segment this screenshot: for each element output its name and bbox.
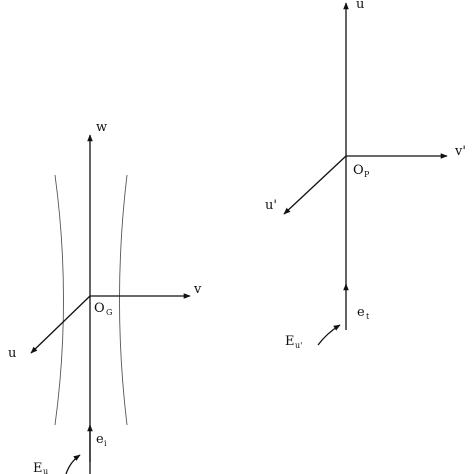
E-u-prime-vector-label: E	[285, 334, 295, 349]
origin-label: O	[353, 163, 364, 178]
e-t-vector-label: e	[357, 305, 365, 320]
u-axis-arrow	[30, 295, 91, 354]
origin-subscript: P	[364, 170, 370, 179]
E-u-prime-vector-arrow	[317, 324, 341, 346]
E-vector-arrow	[65, 454, 81, 474]
up-axis-label: u	[356, 0, 364, 12]
u-axis-label: u	[8, 346, 16, 361]
E-vector-subscript: u	[43, 467, 48, 474]
u-prime-axis-label: u'	[265, 198, 277, 213]
right-boundary-curve	[119, 174, 128, 426]
E-u-prime-vector-subscript: u'	[295, 341, 302, 350]
u-prime-axis-arrow	[283, 155, 347, 215]
v-axis-label: v	[193, 282, 202, 297]
origin-subscript: G	[106, 308, 112, 317]
right-frame: u v' u' O P e t E u'	[265, 0, 466, 350]
origin-label: O	[94, 301, 105, 316]
left-frame: w v u O G e i E u	[8, 120, 202, 474]
v-prime-axis-label: v'	[454, 144, 466, 159]
w-axis-label: w	[96, 120, 107, 135]
left-boundary-curve	[54, 174, 64, 426]
e-vector-subscript: i	[104, 439, 107, 448]
e-t-vector-subscript: t	[366, 312, 370, 321]
E-vector-label: E	[33, 461, 43, 474]
e-vector-label: e	[96, 432, 104, 447]
